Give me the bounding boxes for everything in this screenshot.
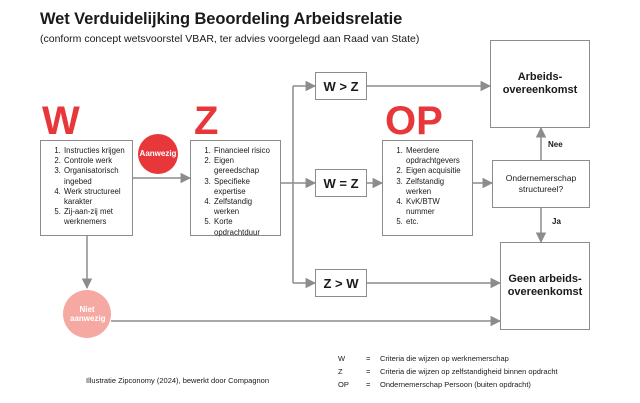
letter-z: Z: [194, 99, 219, 143]
list-item: Meerdere opdrachtgevers: [405, 146, 468, 166]
z-gt-w-box: Z > W: [315, 269, 367, 297]
no-employment-outcome-box: Geen arbeids-overeenkomst: [500, 242, 590, 330]
letter-op: OP: [385, 99, 443, 143]
op-criteria-list: Meerdere opdrachtgevers Eigen acquisitie…: [383, 141, 472, 228]
list-item: Organisatorisch ingebed: [63, 166, 128, 186]
question-box: Ondernemerschap structureel?: [492, 160, 590, 208]
employment-outcome-box: Arbeids-overeenkomst: [490, 40, 590, 128]
employment-outcome-label: Arbeids-overeenkomst: [502, 71, 578, 96]
list-item: Zij-aan-zij met werknemers: [63, 207, 128, 227]
legend-equals: =: [366, 354, 371, 363]
list-item: Instructies krijgen: [63, 146, 128, 156]
z-criteria-list: Financieel risico Eigen gereedschap Spec…: [191, 141, 280, 238]
list-item: Eigen acquisitie: [405, 166, 468, 176]
list-item: Zelfstandig werken: [213, 197, 276, 217]
credit-line: Illustratie Zipconomy (2024), bewerkt do…: [86, 376, 270, 385]
legend-text: Criteria die wijzen op werknemerschap: [380, 354, 509, 363]
list-item: Financieel risico: [213, 146, 276, 156]
letter-w: W: [42, 99, 80, 143]
w-gt-z-box: W > Z: [315, 72, 367, 100]
legend-key: W: [338, 354, 346, 363]
legend-key: Z: [338, 367, 343, 376]
page-title: Wet Verduidelijking Beoordeling Arbeidsr…: [40, 10, 403, 28]
legend-text: Criteria die wijzen op zelfstandigheid b…: [380, 367, 558, 376]
page-subtitle: (conform concept wetsvoorstel VBAR, ter …: [40, 33, 420, 45]
legend-row: Z = Criteria die wijzen op zelfstandighe…: [338, 365, 558, 378]
question-label: Ondernemerschap structureel?: [505, 173, 577, 194]
absent-circle-label: Niet aanwezig: [70, 304, 106, 324]
legend-key: OP: [338, 380, 349, 389]
list-item: Zelfstandig werken: [405, 177, 468, 197]
w-criteria-list: Instructies krijgen Controle werk Organi…: [41, 141, 132, 228]
legend-equals: =: [366, 367, 371, 376]
legend: W = Criteria die wijzen op werknemerscha…: [338, 352, 558, 391]
list-item: etc.: [405, 217, 468, 227]
yes-label: Ja: [552, 217, 561, 226]
w-criteria-box: Instructies krijgen Controle werk Organi…: [40, 140, 133, 236]
no-employment-outcome-label: Geen arbeids-overeenkomst: [507, 273, 583, 298]
list-item: Eigen gereedschap: [213, 156, 276, 176]
list-item: Korte opdrachtduur: [213, 217, 276, 237]
op-criteria-box: Meerdere opdrachtgevers Eigen acquisitie…: [382, 140, 473, 236]
legend-equals: =: [366, 380, 371, 389]
list-item: Specifieke expertise: [213, 177, 276, 197]
z-criteria-box: Financieel risico Eigen gereedschap Spec…: [190, 140, 281, 238]
list-item: Werk structureel karakter: [63, 187, 128, 207]
legend-row: W = Criteria die wijzen op werknemerscha…: [338, 352, 558, 365]
legend-row: OP = Ondernemerschap Persoon (buiten opd…: [338, 378, 558, 391]
present-circle: Aanwezig: [138, 134, 178, 174]
list-item: KvK/BTW nummer: [405, 197, 468, 217]
legend-text: Ondernemerschap Persoon (buiten opdracht…: [380, 380, 531, 389]
no-label: Nee: [548, 140, 563, 149]
w-eq-z-box: W = Z: [315, 169, 367, 197]
absent-circle: Niet aanwezig: [63, 290, 111, 338]
list-item: Controle werk: [63, 156, 128, 166]
